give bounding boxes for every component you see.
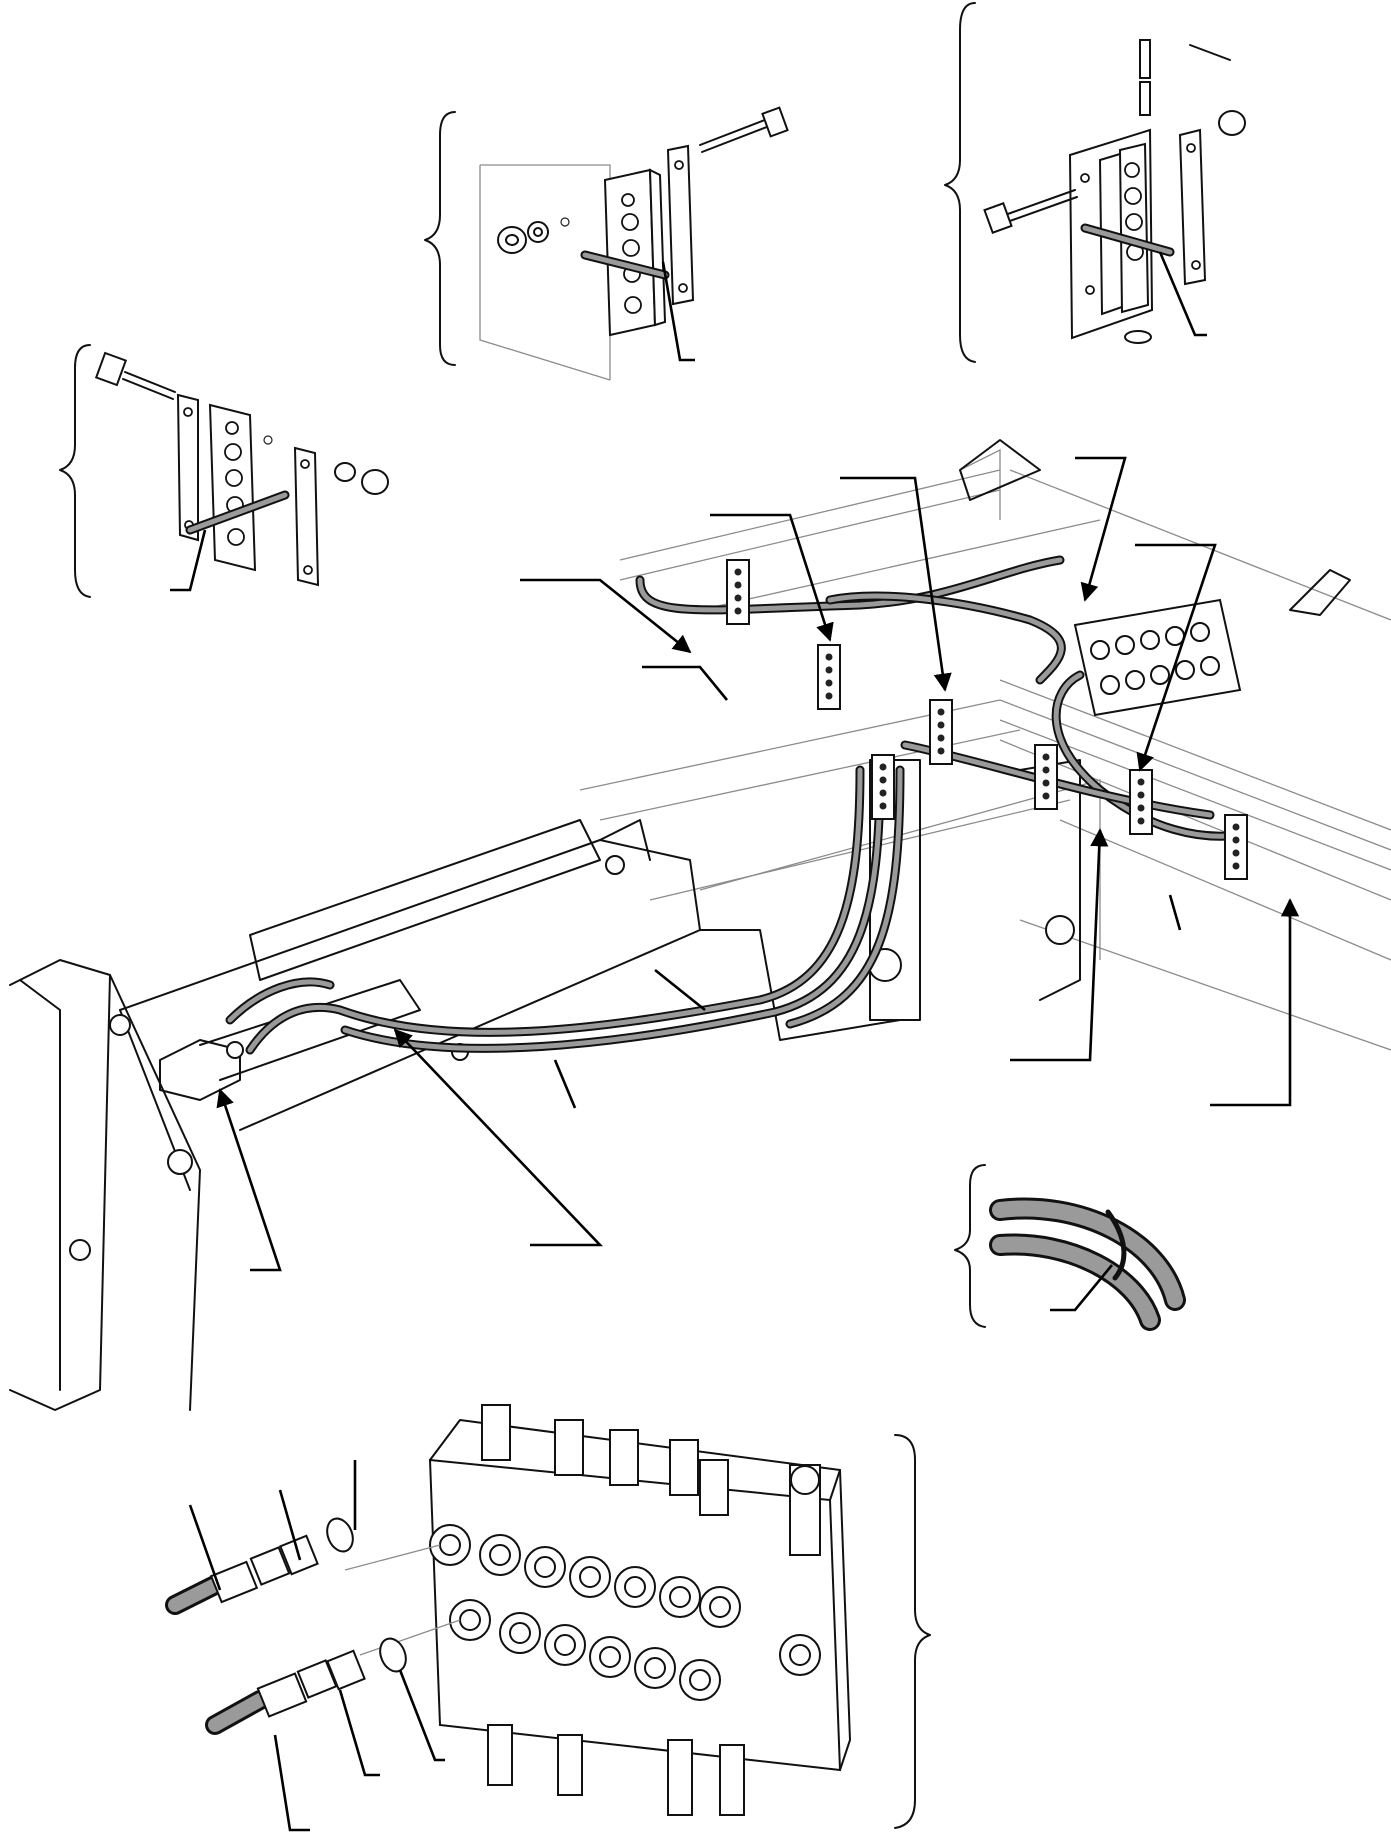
nut-washer [497, 217, 570, 254]
detail-hose-band [954, 1164, 1186, 1331]
clamp-block [603, 168, 667, 337]
detail-clamp-top-right [944, 2, 1246, 363]
nut [361, 469, 389, 495]
curly-brace-icon [894, 1434, 931, 1829]
fitting-lower [205, 1637, 407, 1735]
curly-brace-icon [944, 2, 976, 363]
clamp [1129, 769, 1153, 835]
clamp [871, 754, 895, 820]
clamp [726, 559, 750, 625]
fitting-upper [165, 1517, 354, 1615]
clamp-plate [176, 393, 199, 542]
clamp [1224, 814, 1248, 880]
nut [1218, 110, 1246, 136]
hose-clamps [726, 559, 1248, 880]
o-ring [379, 1637, 407, 1673]
bolt [94, 351, 176, 400]
detail-clamp-left [59, 344, 389, 598]
boom-cylinder [9, 759, 1081, 1411]
clamp [929, 699, 953, 765]
bolt [699, 106, 789, 153]
clamp-plate [666, 144, 695, 306]
washer [334, 462, 356, 482]
clamp [1034, 744, 1058, 810]
curly-brace-icon [954, 1164, 986, 1328]
machine-frame [579, 439, 1391, 1051]
pin [1139, 39, 1231, 116]
o-ring [326, 1517, 354, 1553]
curly-brace-icon [424, 111, 456, 366]
detail-control-valve [165, 1404, 931, 1832]
clamp [817, 644, 841, 710]
clamp-plate [293, 446, 320, 587]
valve-block [428, 1404, 851, 1816]
clamp-plate [1178, 128, 1207, 286]
control-valve-small [1073, 598, 1242, 717]
wrap-band [1105, 1209, 1127, 1281]
bolt [983, 189, 1078, 234]
detail-clamp-top-center [424, 106, 789, 381]
curly-brace-icon [59, 344, 91, 598]
callout-leaders [216, 456, 1300, 1272]
clamp-block [208, 403, 257, 572]
